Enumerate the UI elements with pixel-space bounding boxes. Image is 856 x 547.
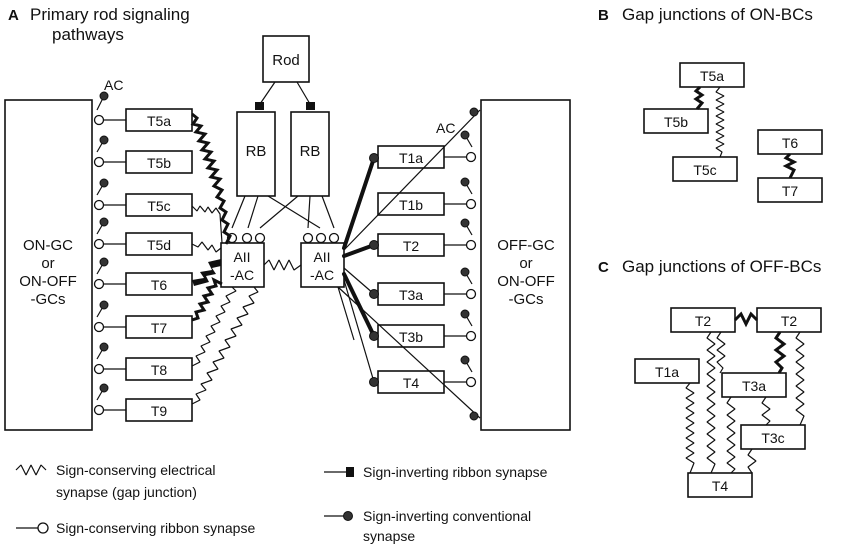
off-bc-column: T1a T1b T2 T3a T3b T4 [377, 145, 445, 394]
off-gc-label-2: or [519, 255, 532, 272]
on-gc-label-3: ON-OFF [19, 273, 77, 290]
rb-left-box [236, 111, 276, 197]
off-gc-label-1: OFF-GC [497, 237, 555, 254]
on-bc-aii-gap-junctions [190, 112, 259, 405]
legend-ribbon-conserving: Sign-conserving ribbon synapse [56, 520, 255, 536]
off-bc-label: T3a [742, 378, 766, 394]
on-bc-label: T5a [147, 113, 171, 129]
t6-aii-strong-junction [192, 259, 221, 286]
aii-right-label-2: -AC [310, 267, 334, 283]
rod-box [262, 35, 310, 83]
on-bc-label: T5c [693, 162, 716, 178]
off-bc-label: T3c [761, 430, 784, 446]
on-gc-label-4: -GCs [31, 291, 66, 308]
ac-left-label: AC [104, 77, 123, 93]
on-bc-label: T5b [147, 155, 171, 171]
aii-right-box [300, 242, 345, 288]
off-gc-box [480, 99, 571, 431]
on-gc-label-2: or [41, 255, 54, 272]
on-bc-label: T6 [151, 277, 168, 293]
off-bc-box [634, 358, 700, 384]
rod-to-rb-left [259, 81, 276, 105]
panel-a-title-line1: Primary rod signaling [30, 5, 190, 24]
aii-left-label-1: AII [233, 249, 250, 265]
panel-c-title: Gap junctions of OFF-BCs [622, 257, 821, 276]
legend-conventional-symbol [343, 511, 353, 521]
on-bc-box [672, 156, 738, 182]
rb-left-label: RB [246, 143, 267, 160]
on-bc-label: T5d [147, 237, 171, 253]
inverting-ribbon-right [306, 102, 315, 110]
legend-ribbon-inverting-symbol [346, 467, 354, 477]
on-bc-column: T5a T5b T5c T5d T6 T7 T8 T9 [125, 108, 193, 422]
off-bc-label: T2 [695, 313, 712, 329]
on-gc-box [4, 99, 93, 431]
aii-left-box [220, 242, 265, 288]
legend-conventional-line1: Sign-inverting conventional [363, 508, 531, 524]
aii-aii-gap-junction [263, 259, 302, 271]
inverting-ribbon-left [255, 102, 264, 110]
off-gc-label-3: ON-OFF [497, 273, 555, 290]
off-bc-label: T1a [399, 150, 423, 166]
on-bc-label: T7 [782, 183, 799, 199]
panel-b-letter: B [598, 7, 609, 24]
legend-electrical-symbol [15, 464, 47, 476]
off-bc-label: T3a [399, 287, 423, 303]
panel-c-cells: T2 T2 T1a T3a T3c T4 [634, 307, 822, 498]
rod-to-rb-right [296, 81, 311, 105]
off-bc-label: T2 [403, 238, 420, 254]
on-bc-label: T5c [147, 198, 170, 214]
legend-electrical-line2: synapse (gap junction) [56, 484, 197, 500]
rb-aii-connections [226, 195, 340, 244]
off-bc-box [721, 372, 787, 398]
legend-ribbon-inverting: Sign-inverting ribbon synapse [363, 464, 548, 480]
on-bc-box [679, 62, 745, 88]
legend-ribbon-conserving-symbol [37, 522, 49, 534]
on-bc-label: T5a [700, 68, 724, 84]
on-bc-box [757, 177, 823, 203]
on-bc-label: T9 [151, 403, 168, 419]
off-bc-label: T2 [781, 313, 798, 329]
aii-right-label-1: AII [313, 249, 330, 265]
panel-b-cells: T5a T5b T5c T6 T7 [643, 62, 823, 203]
on-bc-box [643, 108, 709, 134]
panel-a-title-line2: pathways [52, 25, 124, 44]
legend-conventional-line2: synapse [363, 528, 415, 544]
rod-label: Rod [272, 52, 300, 69]
rb-right-label: RB [300, 143, 321, 160]
off-side-synapses [444, 130, 477, 388]
panel-c-letter: C [598, 259, 609, 276]
off-bc-box [687, 472, 753, 498]
on-bc-label: T8 [151, 362, 168, 378]
on-bc-label: T5b [664, 114, 688, 130]
off-bc-label: T4 [403, 375, 420, 391]
on-gc-label-1: ON-GC [23, 237, 73, 254]
aii-left-label-2: -AC [230, 267, 254, 283]
off-bc-box [740, 424, 806, 450]
off-bc-label: T1b [399, 197, 423, 213]
off-bc-label: T3b [399, 329, 423, 345]
legend: Sign-conserving electrical synapse (gap … [15, 462, 548, 544]
off-bc-label: T4 [712, 478, 729, 494]
on-side-synapses [93, 91, 126, 416]
aii-off-bc-connections [337, 107, 481, 421]
off-gc-label-4: -GCs [509, 291, 544, 308]
legend-electrical-line1: Sign-conserving electrical [56, 462, 216, 478]
on-bc-label: T7 [151, 320, 168, 336]
panel-a-letter: A [8, 7, 19, 24]
off-bc-label: T1a [655, 364, 679, 380]
on-bc-label: T6 [782, 135, 799, 151]
ac-right-label: AC [436, 120, 455, 136]
panel-b-title: Gap junctions of ON-BCs [622, 5, 813, 24]
